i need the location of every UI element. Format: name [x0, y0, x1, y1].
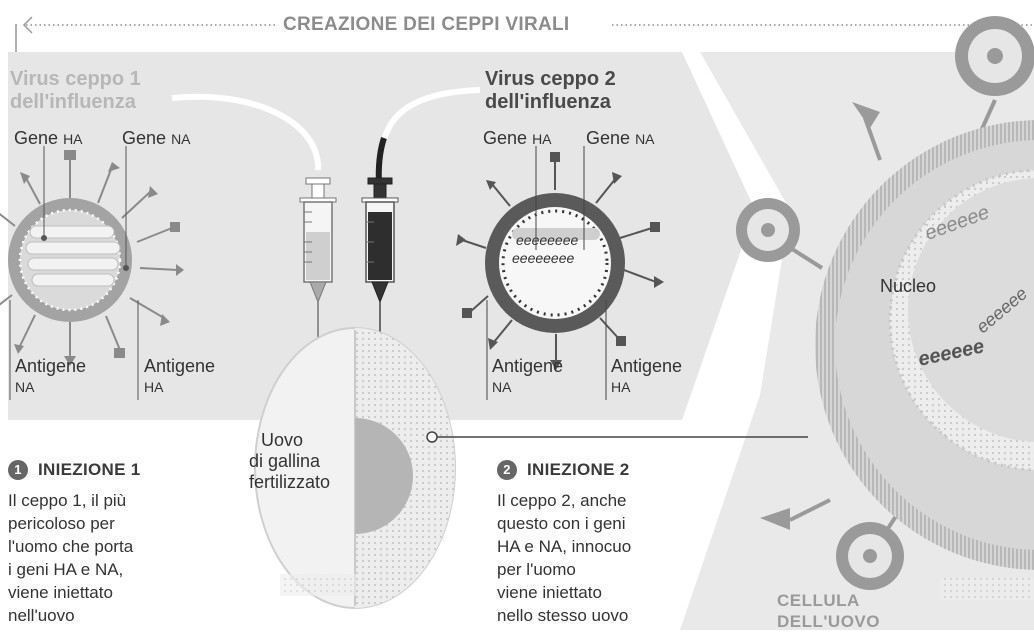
virus-1-antigen-ha-word: Antigene: [144, 356, 216, 376]
gene-code: NA: [635, 131, 655, 147]
text-line: nell'uovo: [8, 606, 75, 625]
text-line: questo con i geni: [497, 514, 626, 533]
virus-2-genes-strand-2: eeeeeeee: [512, 250, 575, 266]
gene-word: Gene: [14, 128, 59, 148]
text-line: viene iniettato: [497, 583, 602, 602]
header-rule: [15, 16, 1034, 52]
step-2-number-badge: 2: [497, 460, 517, 480]
text-line: Il ceppo 2, anche: [497, 491, 627, 510]
virus-1-antigen-ha-code: HA: [144, 379, 164, 395]
gene-word: Gene: [122, 128, 167, 148]
virus-2-genes-strand-1: eeeeeeee: [516, 232, 579, 248]
egg-label-line-2: di gallina: [249, 451, 321, 471]
virus-1-antigen-na-code: NA: [15, 379, 35, 395]
virus-2-antigen-ha-code: HA: [611, 379, 631, 395]
step-1-heading: 1 INIEZIONE 1: [8, 460, 141, 480]
gene-code: NA: [171, 131, 191, 147]
text-line: pericoloso per: [8, 514, 115, 533]
text-line: nello stesso uovo: [497, 606, 629, 625]
step-2-title: INIEZIONE 2: [527, 460, 630, 479]
virus-strain-1: [0, 146, 184, 400]
gene-word: Gene: [483, 128, 528, 148]
step-1-title: INIEZIONE 1: [38, 460, 141, 479]
step-2-heading: 2 INIEZIONE 2: [497, 460, 630, 480]
cell-label-line-1: CELLULA: [777, 591, 860, 610]
gene-code: HA: [532, 131, 552, 147]
step-1-number-badge: 1: [8, 460, 28, 480]
virus-1-title-line-1: Virus ceppo 1: [10, 68, 141, 90]
fertilized-egg: [254, 327, 456, 609]
virus-2-antigen-na-code: NA: [492, 379, 512, 395]
virus-1-gene-ha-label: Gene HA: [14, 128, 83, 149]
egg-cell-connector: [426, 431, 808, 443]
syringe-1: [299, 177, 337, 345]
egg-cell: [736, 16, 1034, 600]
diagram-title: CREAZIONE DEI CEPPI VIRALI: [283, 14, 570, 35]
virus-1-antigen-na-word: Antigene: [15, 356, 87, 376]
text-line: HA e NA, innocuo: [497, 537, 632, 556]
virus-2-gene-na-label: Gene NA: [586, 128, 655, 149]
syringe-2: [361, 177, 399, 345]
step-1-description: Il ceppo 1, il più pericoloso per l'uomo…: [8, 489, 208, 627]
gene-word: Gene: [586, 128, 631, 148]
text-line: viene iniettato: [8, 583, 113, 602]
text-line: per l'uomo: [497, 560, 576, 579]
virus-2-antigen-ha-word: Antigene: [611, 356, 683, 376]
egg-label-line-1: Uovo: [261, 430, 304, 450]
egg-label-line-3: fertilizzato: [249, 472, 331, 492]
text-line: Il ceppo 1, il più: [8, 491, 127, 510]
step-2-description: Il ceppo 2, anche questo con i geni HA e…: [497, 489, 697, 627]
virus-2-title-line-2: dell'influenza: [485, 91, 611, 113]
virus-2-antigen-na-word: Antigene: [492, 356, 564, 376]
virus-2-gene-ha-label: Gene HA: [483, 128, 552, 149]
text-line: i geni HA e NA,: [8, 560, 124, 579]
virus-2-title-line-1: Virus ceppo 2: [485, 68, 616, 90]
virus-1-gene-na-label: Gene NA: [122, 128, 191, 149]
virus-1-title-line-2: dell'influenza: [10, 91, 136, 113]
nucleus-label: Nucleo: [880, 276, 937, 296]
cell-label-line-2: DELL'UOVO: [777, 612, 880, 631]
virus-strain-2: [456, 146, 664, 400]
text-line: l'uomo che porta: [8, 537, 134, 556]
gene-code: HA: [63, 131, 83, 147]
